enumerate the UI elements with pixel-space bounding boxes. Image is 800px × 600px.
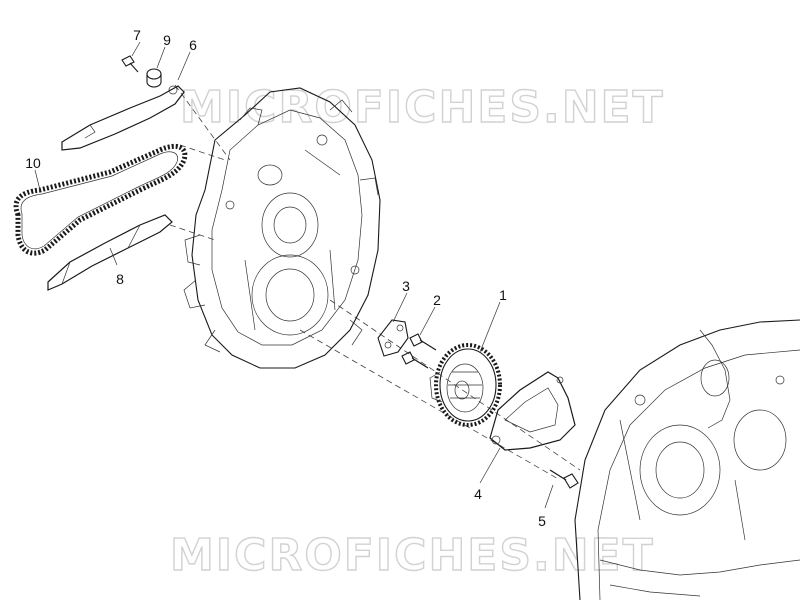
pump-plate — [377, 319, 409, 357]
cover-bolt — [549, 469, 579, 489]
callout-2: 2 — [433, 292, 441, 308]
callout-8: 8 — [116, 271, 124, 287]
oil-pump-gear — [429, 343, 502, 427]
pump-bolts — [401, 333, 437, 369]
spacer-bushing — [146, 68, 162, 88]
leader-lines — [34, 41, 554, 509]
crankcase-half-right — [574, 319, 800, 600]
assembly-dashed-lines — [169, 84, 581, 481]
callout-5: 5 — [538, 513, 546, 529]
lower-chain-guide — [47, 214, 173, 291]
callout-7: 7 — [133, 27, 141, 43]
callout-9: 9 — [163, 32, 171, 48]
crankcase-half-left — [183, 87, 381, 369]
callout-3: 3 — [402, 278, 410, 294]
watermark-top: MICROFICHES.NET — [180, 82, 665, 133]
callout-10: 10 — [25, 155, 41, 171]
watermark-bottom: MICROFICHES.NET — [170, 530, 655, 581]
pump-cover — [489, 371, 576, 451]
small-bolt — [121, 55, 139, 73]
timing-chain — [13, 143, 188, 256]
callout-4: 4 — [474, 486, 482, 502]
callout-6: 6 — [189, 37, 197, 53]
upper-chain-guide — [61, 85, 185, 151]
callout-1: 1 — [499, 287, 507, 303]
